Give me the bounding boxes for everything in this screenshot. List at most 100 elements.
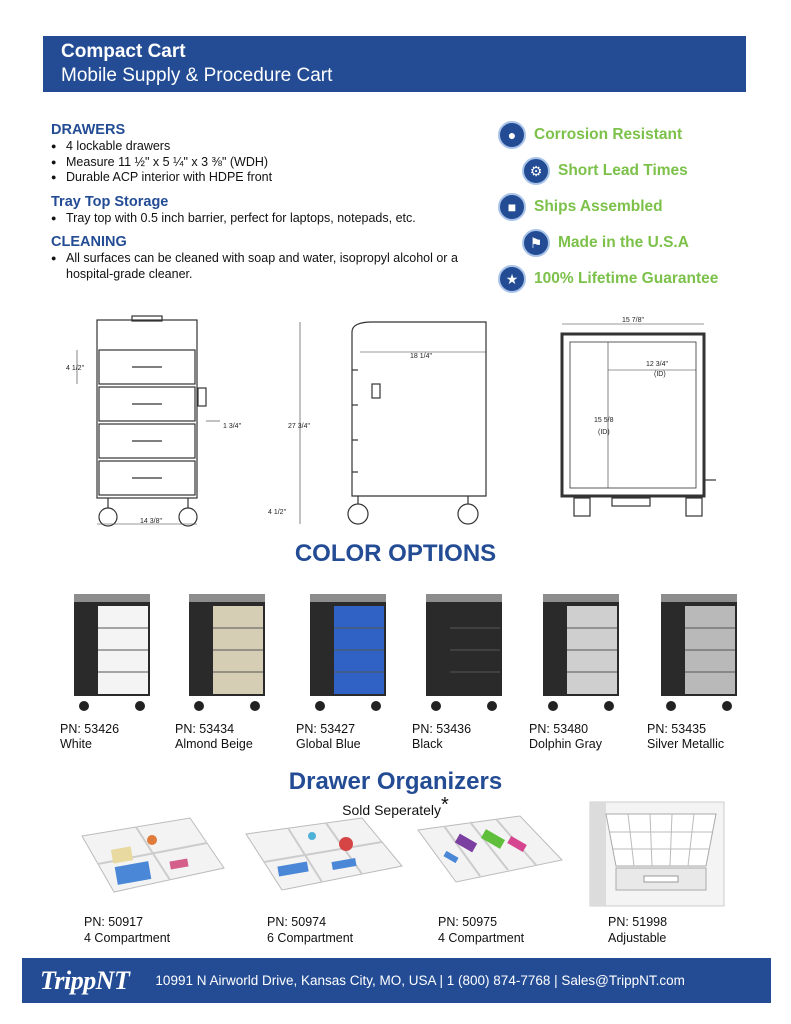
- organizer-image: [81, 817, 225, 893]
- organizer-name: Adjustable: [608, 931, 667, 945]
- side-depth-dimension: 18 1/4": [410, 353, 432, 360]
- organizer-name: 4 Compartment: [84, 931, 171, 945]
- flag-icon: ⚑: [522, 229, 550, 257]
- color-option-black: PN: 53436 Black: [412, 588, 522, 752]
- organizer-part-number: PN: 50917: [84, 915, 144, 929]
- organizer-50975: PN: 50975 4 Compartment: [416, 800, 566, 945]
- feature-short-lead-times: ⚙ Short Lead Times: [522, 156, 688, 186]
- organizer-image: [589, 801, 725, 907]
- color-option-almond-beige: PN: 53434 Almond Beige: [175, 588, 285, 752]
- footer-banner: TrippNT 10991 N Airworld Drive, Kansas C…: [22, 958, 771, 1003]
- front-side-dimension: 1 3/4": [223, 423, 242, 430]
- header-banner: Compact Cart Mobile Supply & Procedure C…: [43, 36, 746, 92]
- list-item: Durable ACP interior with HDPE front: [51, 170, 491, 186]
- organizer-image: [245, 817, 403, 891]
- top-view-drawing: [560, 323, 716, 517]
- color-options: PN: 53426 White PN: 53434 Almond Beige P…: [60, 588, 750, 768]
- top-inner-depth-dimension: 15 5/8: [594, 417, 614, 424]
- color-options-heading: COLOR OPTIONS: [294, 540, 497, 567]
- organizer-part-number: PN: 50974: [267, 915, 327, 929]
- organizer-name: 6 Compartment: [267, 931, 354, 945]
- page-subtitle: Mobile Supply & Procedure Cart: [61, 65, 333, 86]
- asterisk: *: [441, 794, 449, 816]
- cleaning-heading: CLEANING: [51, 234, 127, 250]
- ribbon-icon: ★: [498, 265, 526, 293]
- color-part-number: PN: 53480: [529, 722, 589, 736]
- cart-thumbnail: [661, 594, 737, 711]
- cart-thumbnail: [310, 594, 386, 711]
- list-item: 4 lockable drawers: [51, 139, 491, 155]
- tray-top-list: Tray top with 0.5 inch barrier, perfect …: [51, 211, 491, 227]
- color-part-number: PN: 53427: [296, 722, 356, 736]
- corrosion-icon: ●: [498, 121, 526, 149]
- feature-label: Ships Assembled: [534, 198, 663, 215]
- side-view-drawing: [299, 321, 487, 525]
- color-option-dolphin-gray: PN: 53480 Dolphin Gray: [529, 588, 639, 752]
- feature-corrosion-resistant: ● Corrosion Resistant: [498, 120, 682, 150]
- drawer-organizers-heading: Drawer Organizers: [288, 768, 503, 795]
- sold-separately-text: Sold Seperately: [342, 802, 442, 818]
- organizer-part-number: PN: 50975: [438, 915, 498, 929]
- organizer-image: [417, 815, 563, 883]
- organizer-label: PN: 50974 6 Compartment: [267, 914, 353, 946]
- color-name: Black: [412, 737, 443, 751]
- color-option-silver-metallic: PN: 53435 Silver Metallic: [647, 588, 757, 752]
- organizer-label: PN: 50917 4 Compartment: [84, 914, 170, 946]
- front-width-dimension: 14 3/8": [140, 518, 162, 525]
- specs-section: DRAWERS 4 lockable drawers Measure 11 ½"…: [51, 122, 491, 290]
- trippnt-logo: TrippNT: [40, 965, 130, 995]
- color-name: Almond Beige: [175, 737, 253, 751]
- front-view-drawing: [76, 315, 220, 527]
- organizer-50974: PN: 50974 6 Compartment: [242, 800, 406, 945]
- drawer-organizers: PN: 50917 4 Compartment PN: 50974 6 Comp…: [78, 800, 758, 950]
- features-list: ● Corrosion Resistant ⚙ Short Lead Times…: [498, 118, 760, 298]
- page-title: Compact Cart: [61, 41, 186, 62]
- feature-label: 100% Lifetime Guarantee: [534, 270, 719, 287]
- feature-label: Short Lead Times: [558, 162, 688, 179]
- color-name: White: [60, 737, 92, 751]
- cart-thumbnail: [74, 594, 150, 711]
- top-inner-width-dimension: 12 3/4": [646, 361, 668, 368]
- front-drawer-dimension: 4 1/2": [66, 365, 85, 372]
- tray-top-heading: Tray Top Storage: [51, 193, 169, 210]
- top-inner-depth-note: (ID): [598, 429, 610, 436]
- feature-lifetime-guarantee: ★ 100% Lifetime Guarantee: [498, 264, 718, 294]
- organizer-51998: PN: 51998 Adjustable: [588, 800, 728, 945]
- color-part-number: PN: 53435: [647, 722, 707, 736]
- color-name: Dolphin Gray: [529, 737, 602, 751]
- organizer-label: PN: 51998 Adjustable: [608, 914, 667, 946]
- footer-contact-info: 10991 N Airworld Drive, Kansas City, MO,…: [155, 973, 685, 988]
- organizer-part-number: PN: 51998: [608, 915, 668, 929]
- list-item: Tray top with 0.5 inch barrier, perfect …: [51, 211, 491, 227]
- top-inner-width-note: (ID): [654, 371, 666, 378]
- organizer-50917: PN: 50917 4 Compartment: [78, 800, 228, 945]
- side-height-dimension: 27 3/4": [288, 423, 310, 430]
- list-item: All surfaces can be cleaned with soap an…: [51, 251, 491, 282]
- cart-thumbnail: [426, 594, 502, 711]
- technical-drawings: 4 1/2" 1 3/4" 14 3/8" 18 1/4" 27 3/4" 4 …: [60, 310, 760, 540]
- color-option-global-blue: PN: 53427 Global Blue: [296, 588, 406, 752]
- cart-thumbnail: [543, 594, 619, 711]
- top-width-dimension: 15 7/8": [622, 317, 644, 324]
- organizer-label: PN: 50975 4 Compartment: [438, 914, 524, 946]
- cart-thumbnail: [189, 594, 265, 711]
- feature-made-in-usa: ⚑ Made in the U.S.A: [522, 228, 689, 258]
- color-part-number: PN: 53426: [60, 722, 120, 736]
- list-item: Measure 11 ½" x 5 ¼" x 3 ⅜" (WDH): [51, 155, 491, 171]
- feature-label: Corrosion Resistant: [534, 126, 683, 143]
- color-name: Silver Metallic: [647, 737, 725, 751]
- drawer-organizers-subtitle: Sold Seperately*: [0, 794, 791, 821]
- feature-label: Made in the U.S.A: [558, 234, 689, 251]
- color-name: Global Blue: [296, 737, 361, 751]
- feature-ships-assembled: ■ Ships Assembled: [498, 192, 663, 222]
- drawers-heading: DRAWERS: [51, 122, 126, 138]
- cleaning-list: All surfaces can be cleaned with soap an…: [51, 251, 491, 282]
- truck-icon: ■: [498, 193, 526, 221]
- color-option-white: PN: 53426 White: [60, 588, 170, 752]
- organizer-name: 4 Compartment: [438, 931, 525, 945]
- color-part-number: PN: 53436: [412, 722, 472, 736]
- color-part-number: PN: 53434: [175, 722, 235, 736]
- drawings-svg: 4 1/2" 1 3/4" 14 3/8" 18 1/4" 27 3/4" 4 …: [66, 315, 716, 527]
- gear-icon: ⚙: [522, 157, 550, 185]
- drawers-list: 4 lockable drawers Measure 11 ½" x 5 ¼" …: [51, 139, 491, 186]
